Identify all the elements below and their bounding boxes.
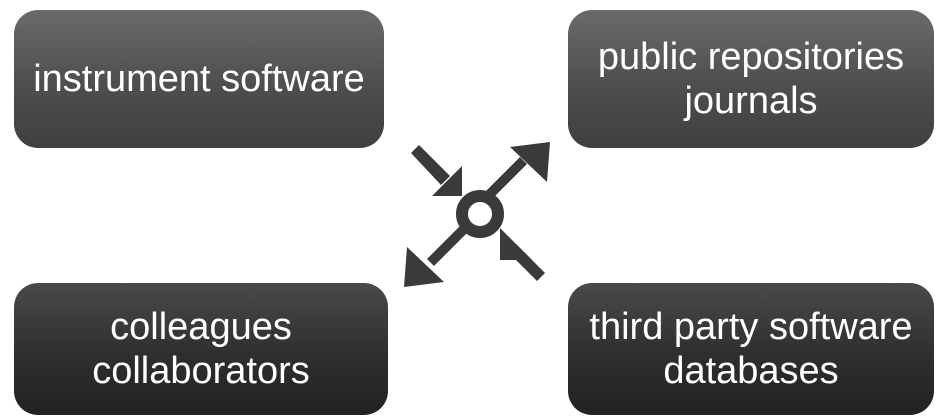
box-colleagues: colleagues collaborators xyxy=(14,283,388,415)
box-public-repositories: public repositories journals xyxy=(568,10,934,148)
arrow-out-bottom-left-icon xyxy=(404,224,469,287)
box-label-line: databases xyxy=(663,350,839,392)
box-label-line: third party software xyxy=(589,306,913,348)
hub-ring-icon xyxy=(456,190,504,238)
box-instrument-software: instrument software xyxy=(14,10,384,148)
box-label-line: colleagues xyxy=(110,306,292,348)
arrow-out-top-right-icon xyxy=(485,142,550,199)
box-label-line: journals xyxy=(684,80,818,122)
box-third-party: third party software databases xyxy=(568,283,934,415)
box-label-line: collaborators xyxy=(92,350,310,392)
arrow-in-top-left-icon xyxy=(411,145,462,196)
box-label-line: instrument software xyxy=(33,58,365,100)
box-label-line: public repositories xyxy=(597,36,905,78)
arrow-in-bottom-right-icon xyxy=(500,228,545,281)
exchange-hub-arrows-icon xyxy=(404,142,550,287)
